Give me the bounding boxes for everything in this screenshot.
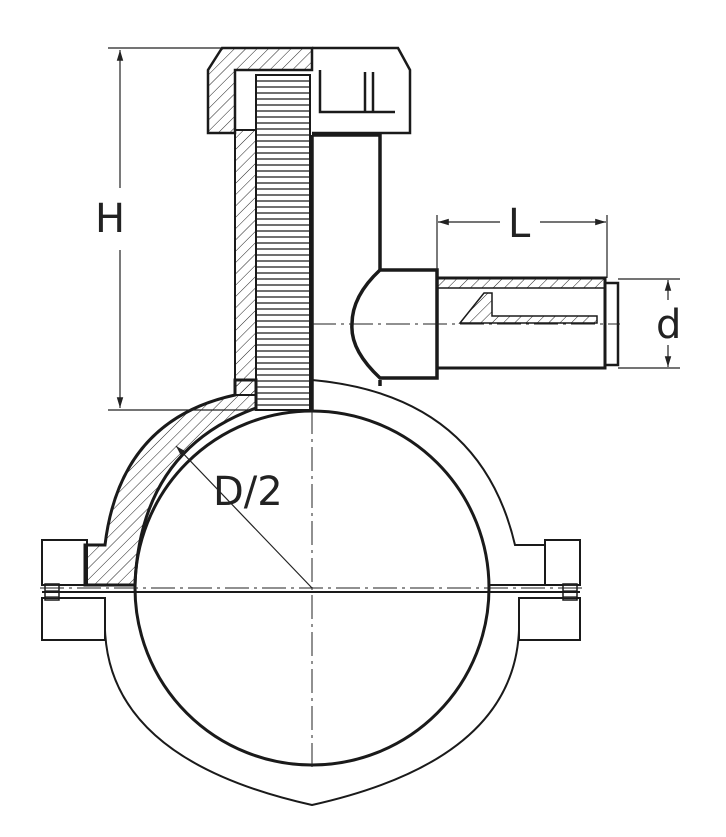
stem-wall — [234, 129, 257, 396]
label-H: H — [95, 196, 125, 242]
spigot-wall — [436, 277, 606, 289]
label-D2: D/2 — [213, 469, 283, 515]
radius-dimension — [175, 445, 313, 589]
right-flange-bottom — [518, 597, 581, 641]
label-L: L — [508, 201, 531, 247]
cutter-rod — [255, 74, 311, 411]
right-flange-top — [544, 539, 581, 586]
cap-right — [312, 46, 412, 135]
left-flange-top — [41, 539, 88, 586]
cap — [206, 46, 314, 135]
spigot-insert — [458, 292, 598, 324]
outlet-socket — [350, 268, 439, 380]
lower-clamp — [104, 600, 520, 807]
left-flange-bottom — [41, 597, 106, 641]
saddle-right — [311, 379, 546, 586]
label-d: d — [656, 302, 681, 348]
tee-body — [310, 133, 382, 410]
